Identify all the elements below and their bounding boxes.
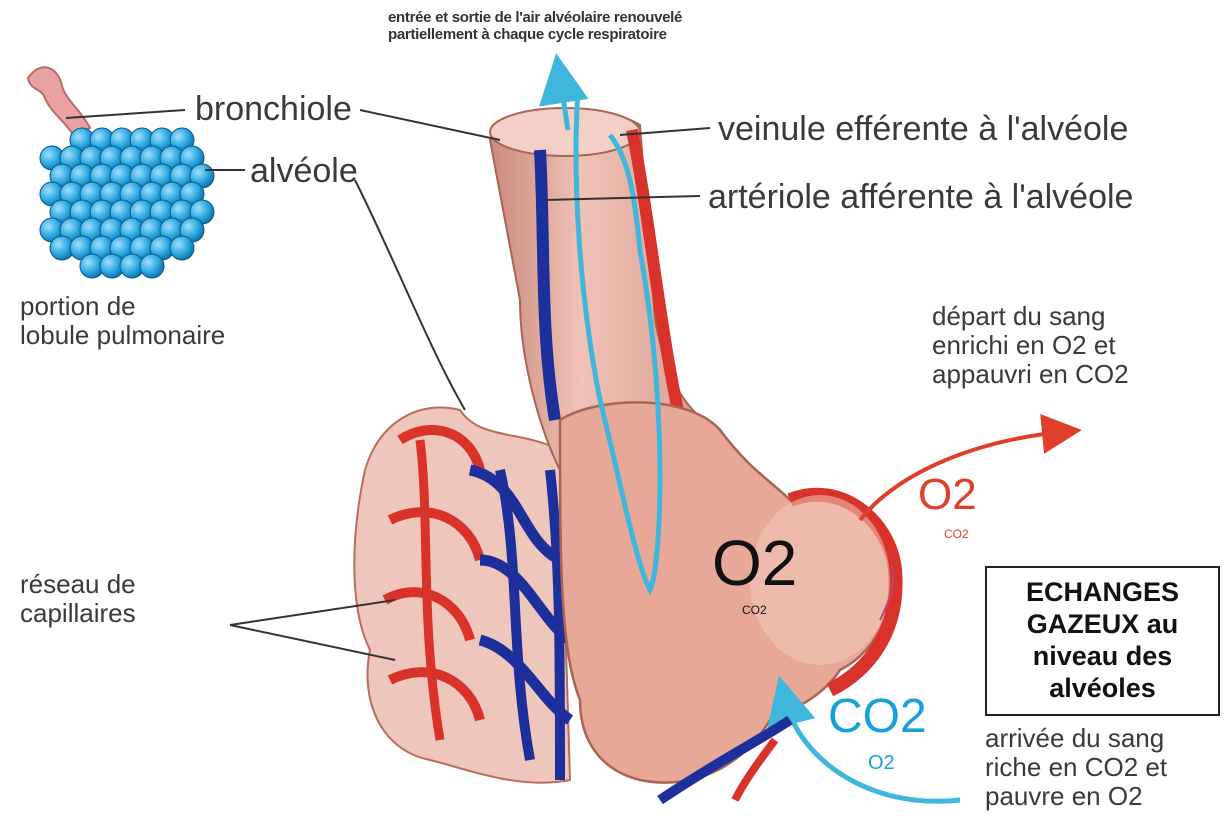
co2-center-small-label: CO2 xyxy=(742,604,767,617)
o2-center-label: O2 xyxy=(712,528,797,600)
capillary-network xyxy=(354,408,570,783)
depart-label: départ du sang enrichi en O2 et appauvri… xyxy=(932,302,1222,389)
bronchiole-label: bronchiole xyxy=(195,90,352,128)
co2-in-label: CO2 xyxy=(828,690,927,744)
air-flow-label: entrée et sortie de l'air alvéolaire ren… xyxy=(388,10,858,44)
gas-exchange-box: ECHANGES GAZEUX au niveau des alvéoles xyxy=(985,566,1220,716)
reseau-label: réseau de capillaires xyxy=(20,570,240,628)
o2-in-small-label: O2 xyxy=(868,752,895,774)
lobule-cluster xyxy=(28,67,214,278)
arteriole-label: artériole afférente à l'alvéole xyxy=(708,178,1133,216)
alveolus-sphere xyxy=(140,254,164,278)
arrivee-label: arrivée du sang riche en CO2 et pauvre e… xyxy=(985,724,1225,811)
lobule-bronchiole-stub xyxy=(28,67,90,136)
alveolus-sphere xyxy=(170,236,194,260)
gas-exchange-box-text: ECHANGES GAZEUX au niveau des alvéoles xyxy=(1026,577,1179,704)
co2-out-small-label: CO2 xyxy=(944,528,969,541)
veinule-label: veinule efférente à l'alvéole xyxy=(718,110,1128,148)
lobule-label: portion de lobule pulmonaire xyxy=(20,292,320,350)
o2-out-label: O2 xyxy=(918,470,977,519)
alveole-label: alvéole xyxy=(250,152,358,190)
